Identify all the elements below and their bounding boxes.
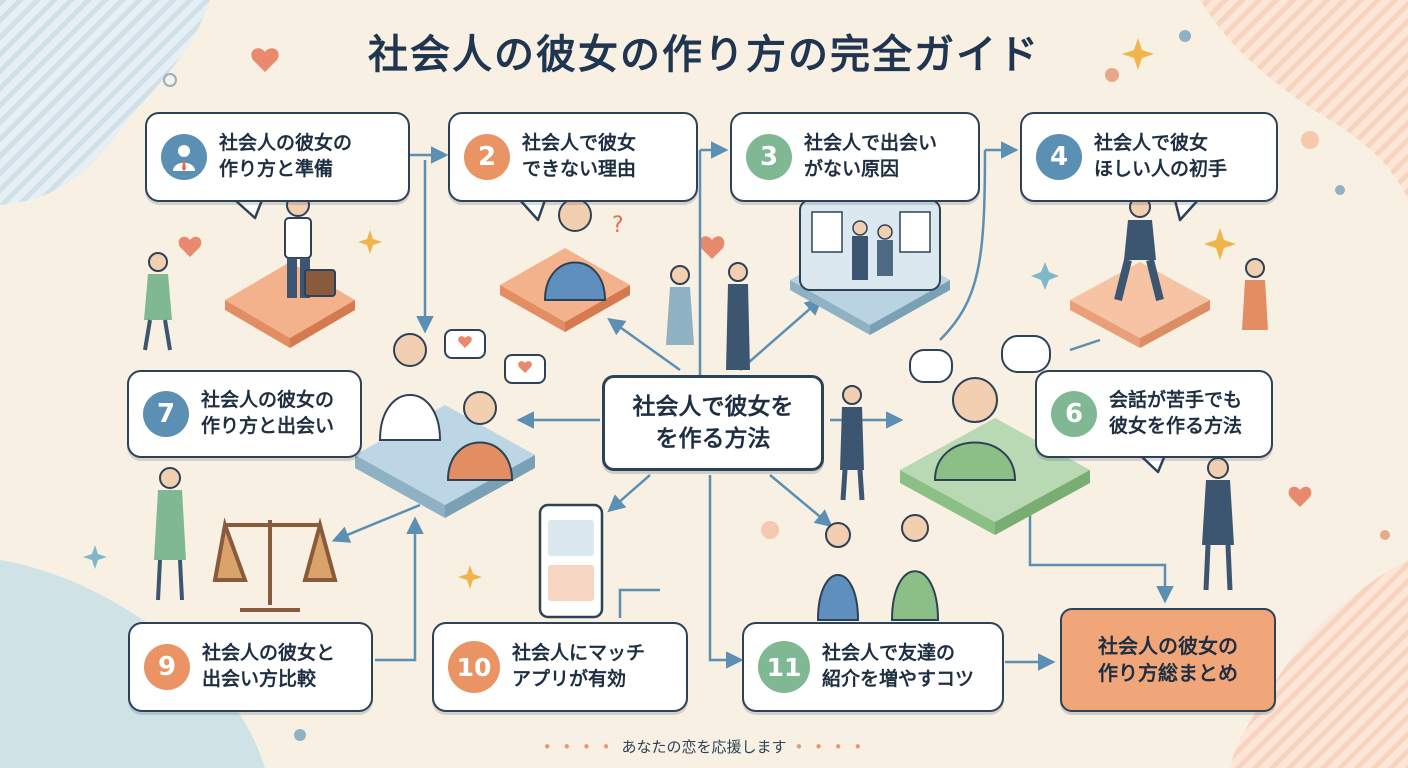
svg-text:?: ? [612,213,624,238]
corner-decoration-top-left [0,0,210,205]
central-topic-node[interactable]: 社会人で彼女を を作る方法 [602,375,824,471]
step-card-3[interactable]: 3 社会人で出会い がない原因 [730,112,980,202]
person-figure [1202,457,1234,591]
step-number-badge: 9 [144,644,190,690]
footer-text: あなたの恋を応援します [621,738,787,756]
step-number-badge: 10 [448,641,500,693]
footer-tagline: • • • • あなたの恋を応援します • • • • [0,736,1408,757]
friends-introduction-figures [816,514,940,621]
step-label: 社会人で彼女 できない理由 [522,132,637,180]
speech-tails [234,199,1199,474]
person-figure: ? [543,198,624,301]
decorative-stars [83,38,1236,589]
step-card-6[interactable]: 6 会話が苦手でも 彼女を作る方法 [1035,370,1273,458]
step-number-badge: 6 [1051,391,1097,437]
person-figure [840,385,865,501]
step-card-4[interactable]: 4 社会人で彼女 ほしい人の初手 [1020,112,1278,202]
person-figure [154,467,186,601]
person-figure [1242,258,1268,330]
step-label: 会話が苦手でも 彼女を作る方法 [1109,389,1243,437]
person-figure [143,252,172,351]
footer-dots-left: • • • • [542,738,614,756]
step-number-badge: 2 [464,134,510,180]
step-card-1[interactable]: 社会人の彼女の 作り方と準備 [145,112,410,202]
phone-call-couple [378,329,546,481]
step-number-badge: 4 [1036,134,1082,180]
flow-connectors [331,141,1174,671]
summary-label: 社会人の彼女の 作り方総まとめ [1098,634,1238,685]
decorative-hearts [178,48,1312,507]
step-card-2[interactable]: 2 社会人で彼女 できない理由 [448,112,698,202]
page-title: 社会人の彼女の作り方の完全ガイド [368,32,1040,78]
footer-dots-right: • • • • [794,738,866,756]
smartphone-matching-app [538,503,604,619]
corner-decoration-bottom-right [1230,560,1408,768]
businessman-icon [161,134,207,180]
step-number-badge: 3 [746,134,792,180]
train-car-illustration [799,199,941,291]
central-topic-label: 社会人で彼女を を作る方法 [632,393,794,452]
summary-node[interactable]: 社会人の彼女の 作り方総まとめ [1060,608,1276,712]
step-label: 社会人で出会い がない原因 [804,132,938,180]
step-label: 社会人の彼女の 作り方と準備 [219,132,353,180]
step-label: 社会人にマッチ アプリが有効 [512,642,646,690]
person-figure [1114,196,1164,301]
person-figure [284,193,336,298]
step-label: 社会人で彼女 ほしい人の初手 [1094,132,1228,180]
couple-figure [666,262,750,370]
step-label: 社会人の彼女の 作り方と出会い [201,389,335,437]
decorative-dots [163,30,1390,741]
balance-scale-illustration [212,517,338,612]
step-card-7[interactable]: 7 社会人の彼女の 作り方と出会い [127,370,362,458]
step-number-badge: 7 [143,391,189,437]
step-card-10[interactable]: 10 社会人にマッチ アプリが有効 [432,622,688,712]
friendly-man-figure [909,335,1051,481]
step-card-9[interactable]: 9 社会人の彼女と 出会い方比較 [128,622,373,712]
platform-first-step [1070,262,1210,348]
step-number-badge: 11 [758,641,810,693]
step-label: 社会人の彼女と 出会い方比較 [202,642,336,690]
step-card-11[interactable]: 11 社会人で友達の 紹介を増やすコツ [742,622,1004,712]
corner-decoration-top-right [1200,0,1408,200]
step-label: 社会人で友達の 紹介を増やすコツ [822,642,975,690]
